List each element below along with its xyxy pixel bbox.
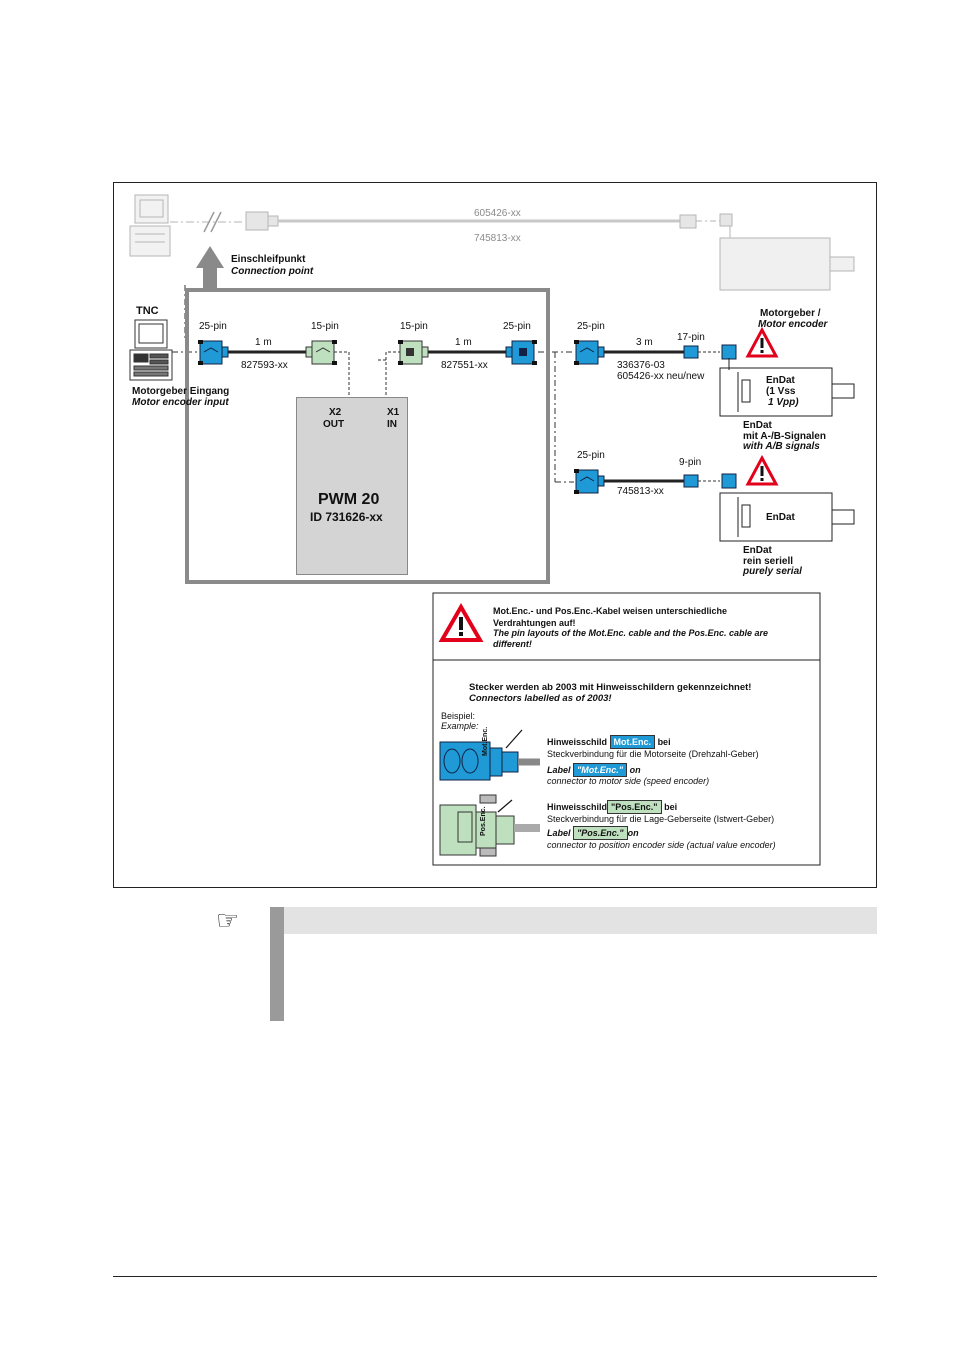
motor1-vss: (1 Vss	[766, 386, 796, 397]
tnc-title: TNC	[136, 305, 159, 317]
cable-id: 827593-xx	[241, 360, 288, 371]
motor-1	[719, 358, 855, 417]
diagram-frame	[113, 182, 877, 888]
pin-label: 25-pin	[577, 321, 605, 332]
pwm-id: ID 731626-xx	[310, 510, 383, 524]
connector-motor-25pin	[574, 340, 605, 365]
pos-label-suffix: on	[627, 828, 639, 838]
warning-icon	[745, 326, 779, 358]
pos-suffix: bei	[664, 802, 678, 812]
motor2-caption: rein seriell	[743, 556, 794, 567]
mot-label-line: Hinweisschild Mot.Enc. bei	[547, 735, 671, 749]
pos-label-prefix: Label	[547, 828, 571, 838]
port-out: OUT	[323, 419, 345, 430]
warning-icon	[745, 454, 779, 486]
motor1-caption: with A/B signals	[743, 441, 820, 452]
tnc-control	[129, 319, 173, 381]
pos-enc-tag: "Pos.Enc."	[607, 800, 662, 814]
cable-length: 3 m	[636, 337, 653, 348]
motor-2	[719, 492, 855, 542]
tnc-input-en: Motor encoder input	[132, 397, 229, 408]
warning-text-en: different!	[493, 639, 532, 649]
motor-encoder-header-de: Motorgeber /	[760, 308, 821, 319]
pwm20-unit	[296, 397, 408, 575]
mot-prefix: Hinweisschild	[547, 737, 608, 747]
pos-desc-de: Steckverbindung für die Lage-Geberseite …	[547, 814, 775, 824]
grey-cable-id-2: 745813-xx	[474, 233, 521, 244]
tnc-input-de: Motorgeber Eingang	[132, 386, 230, 397]
mot-label-line-en: Label "Mot.Enc." on	[547, 763, 641, 777]
note-side-bar	[270, 907, 284, 1021]
connector-motor-17pin	[683, 344, 737, 360]
warning-text-de: Verdrahtungen auf!	[493, 618, 576, 628]
pos-desc-en: connector to position encoder side (actu…	[547, 840, 776, 850]
motor2-caption: purely serial	[743, 566, 802, 577]
connection-point-de: Einschleifpunkt	[231, 254, 306, 265]
cable-length: 1 m	[255, 337, 272, 348]
pwm-name: PWM 20	[318, 491, 380, 508]
footer-rule	[113, 1276, 877, 1277]
motor2-endat: EnDat	[766, 512, 795, 523]
mot-enc-tag: Mot.Enc.	[609, 735, 656, 749]
mot-enc-plug	[439, 729, 540, 781]
pin-label: 25-pin	[199, 321, 227, 332]
warning-text-de: Mot.Enc.- und Pos.Enc.-Kabel weisen unte…	[493, 606, 728, 616]
motor1-caption: mit A-/B-Signalen	[743, 431, 826, 442]
example-en: Example:	[441, 721, 479, 731]
grey-cable-id-1: 605426-xx	[474, 208, 521, 219]
pin-label: 15-pin	[311, 321, 339, 332]
pos-plug-text: Pos.Enc.	[480, 806, 487, 836]
warning-text-en: The pin layouts of the Mot.Enc. cable an…	[493, 628, 769, 638]
labels-title-en: Connectors labelled as of 2003!	[469, 693, 612, 704]
motor1-endat: EnDat	[766, 375, 795, 386]
connection-arrow	[196, 246, 224, 290]
mot-label-prefix: Label	[547, 765, 571, 775]
pos-enc-plug	[439, 794, 540, 857]
pin-label: 25-pin	[503, 321, 531, 332]
mot-desc-en: connector to motor side (speed encoder)	[547, 776, 710, 786]
labels-title-de: Stecker werden ab 2003 mit Hinweisschild…	[469, 682, 752, 693]
connector-in-25pin	[505, 340, 537, 365]
cable-length: 1 m	[455, 337, 472, 348]
pos-label-line: Hinweisschild"Pos.Enc." bei	[547, 800, 677, 814]
connector-serial-9pin	[683, 473, 737, 489]
connector-serial-25pin	[574, 469, 605, 494]
cable-id: 336376-03	[617, 360, 665, 371]
motor-encoder-header-en: Motor encoder	[758, 319, 828, 330]
port-x1: X1	[387, 407, 400, 418]
motor2-caption: EnDat	[743, 545, 772, 556]
mot-desc-de: Steckverbindung für die Motorseite (Dreh…	[547, 749, 759, 759]
port-x2: X2	[329, 407, 342, 418]
connector-tnc-25pin	[198, 340, 229, 365]
connection-point-en: Connection point	[231, 266, 314, 277]
cable-id: 827551-xx	[441, 360, 488, 371]
motor1-vpp: 1 Vpp)	[768, 397, 799, 408]
warning-icon	[438, 602, 484, 642]
pwm-frame	[185, 288, 550, 584]
pos-label-line-en: Label "Pos.Enc."on	[547, 826, 639, 840]
mot-label-suffix: on	[629, 765, 641, 775]
pos-prefix: Hinweisschild	[547, 802, 608, 812]
cable-id: 745813-xx	[617, 486, 664, 497]
connector-out-15pin	[305, 340, 337, 365]
greyed-top-setup	[129, 194, 855, 291]
connector-in-15pin	[398, 340, 429, 365]
mot-suffix: bei	[657, 737, 671, 747]
cable-id: 605426-xx neu/new	[617, 371, 705, 382]
pin-label: 9-pin	[679, 457, 702, 468]
note-header-bar	[270, 907, 877, 934]
port-in: IN	[387, 419, 397, 430]
motor1-caption: EnDat	[743, 420, 772, 431]
pin-label: 17-pin	[677, 332, 705, 343]
pin-label: 15-pin	[400, 321, 428, 332]
mot-plug-text: Mot.Enc.	[482, 726, 489, 756]
example-de: Beispiel:	[441, 711, 476, 721]
pos-enc-tag-q: "Pos.Enc."	[573, 826, 628, 840]
pointing-hand-icon: ☞	[216, 905, 240, 935]
pin-label: 25-pin	[577, 450, 605, 461]
